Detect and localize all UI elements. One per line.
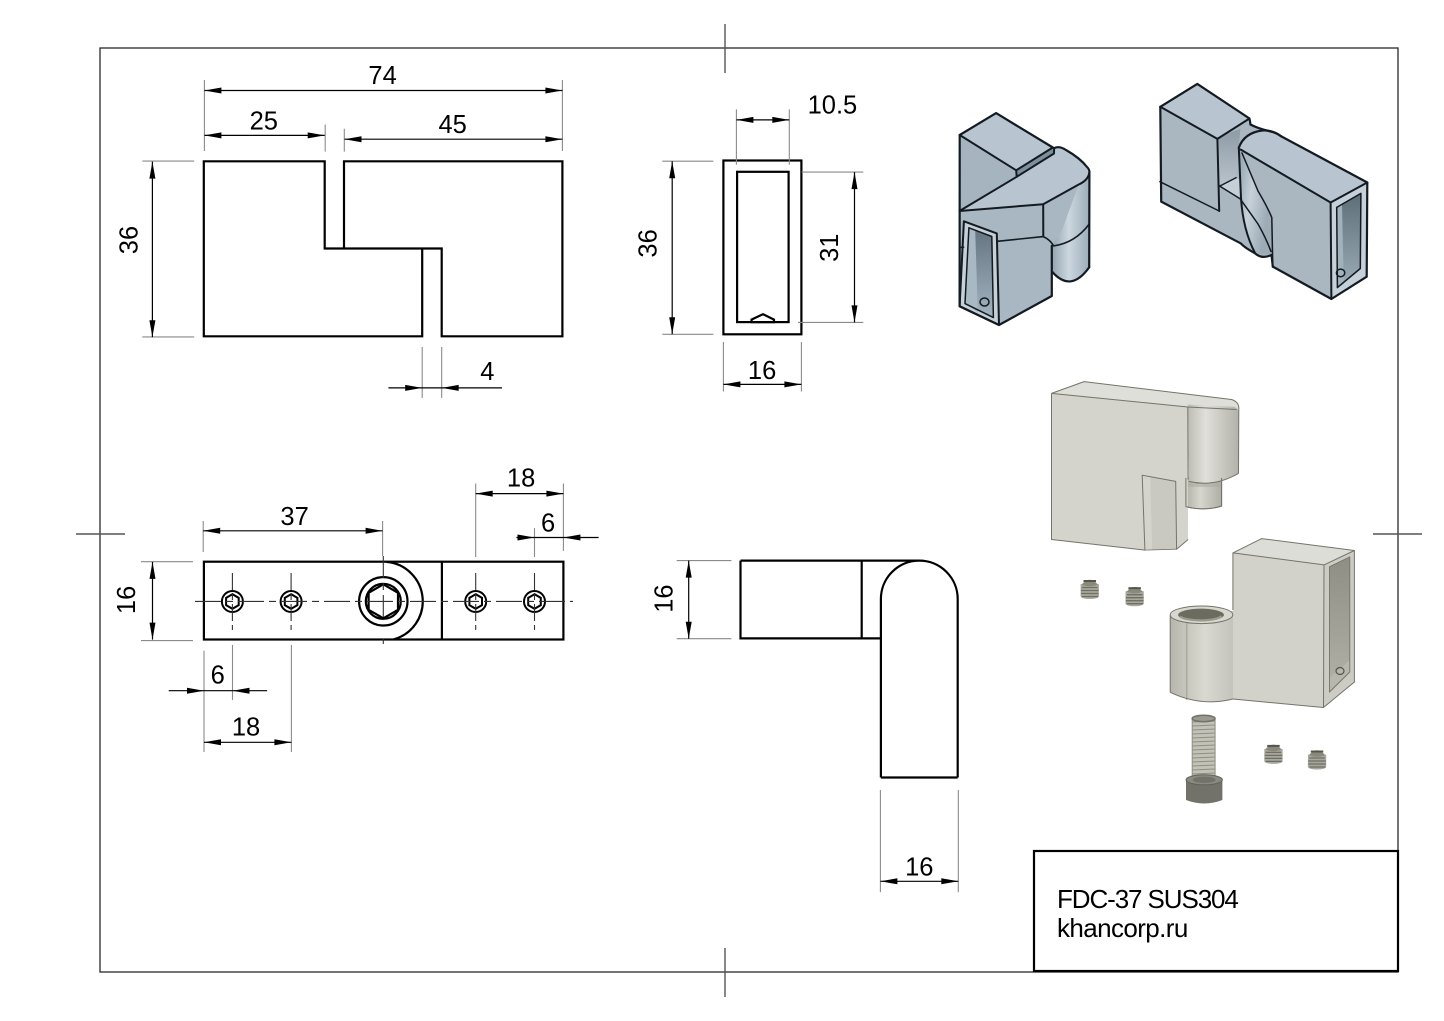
svg-text:FDC-37 SUS304: FDC-37 SUS304 — [1057, 884, 1238, 914]
svg-text:74: 74 — [368, 62, 396, 90]
svg-text:25: 25 — [250, 108, 278, 136]
svg-text:khancorp.ru: khancorp.ru — [1057, 913, 1188, 943]
svg-text:37: 37 — [280, 503, 308, 531]
svg-text:4: 4 — [480, 358, 494, 386]
svg-text:36: 36 — [115, 226, 143, 254]
svg-text:16: 16 — [113, 586, 141, 614]
svg-text:45: 45 — [439, 111, 467, 139]
svg-text:18: 18 — [507, 465, 535, 493]
svg-text:10.5: 10.5 — [808, 92, 858, 120]
svg-text:16: 16 — [651, 584, 679, 612]
svg-text:31: 31 — [816, 234, 844, 262]
svg-text:16: 16 — [905, 853, 933, 881]
svg-text:18: 18 — [232, 714, 260, 742]
svg-text:36: 36 — [635, 229, 663, 257]
svg-text:16: 16 — [748, 357, 776, 385]
svg-text:6: 6 — [211, 662, 225, 690]
svg-text:6: 6 — [541, 510, 555, 538]
